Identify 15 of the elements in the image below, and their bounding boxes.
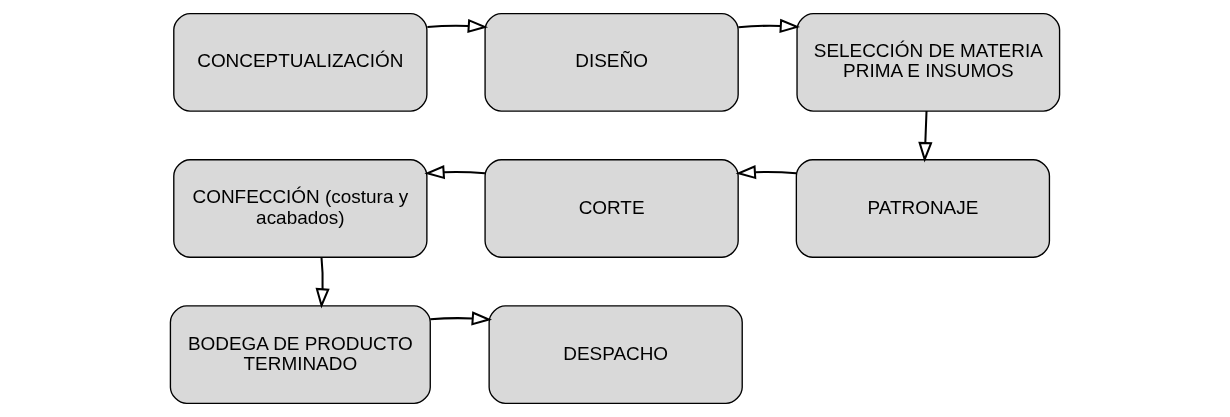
node-box: CORTE — [484, 159, 739, 258]
node-box: CONCEPTUALIZACIÓN — [173, 12, 428, 112]
arrow — [738, 18, 801, 33]
node-box: CONFECCIÓN (costura y acabados) — [173, 159, 428, 258]
node-box: DESPACHO — [488, 305, 743, 405]
arrow — [918, 111, 933, 163]
node-box: SELECCIÓN DE MATERIA PRIMA E INSUMOS — [796, 12, 1061, 112]
arrow — [424, 165, 486, 180]
arrow — [430, 311, 492, 326]
arrow — [735, 165, 797, 180]
arrow — [427, 18, 489, 34]
node-box: BODEGA DE PRODUCTO TERMINADO — [169, 305, 431, 405]
node-box: PATRONAJE — [795, 159, 1051, 258]
node-box: DISEÑO — [484, 12, 739, 112]
arrow — [315, 257, 330, 309]
